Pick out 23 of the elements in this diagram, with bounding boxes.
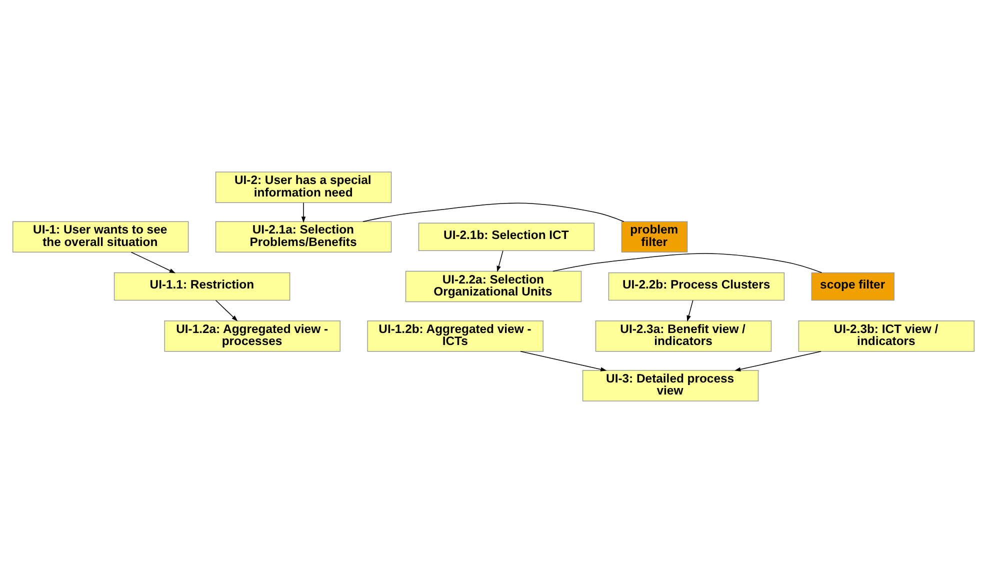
node-box: UI-2.2a: Selection Organizational Units <box>405 270 582 302</box>
node-box: UI-1: User wants to see the overall situation <box>12 221 189 253</box>
node-box: UI-2.1a: Selection Problems/Benefits <box>215 221 392 253</box>
node-box: UI-1.1: Restriction <box>114 272 290 301</box>
node-box: UI-2.2b: Process Clusters <box>608 272 785 301</box>
arrow <box>130 252 176 274</box>
node-box: UI-2.3a: Benefit view / indicators <box>595 320 772 352</box>
node-box: UI-3: Detailed process view <box>582 370 759 402</box>
arrow <box>215 300 238 322</box>
node-box: scope filter <box>811 272 894 301</box>
node-box: UI-2: User has a special information need <box>215 172 392 203</box>
arrow <box>496 250 504 272</box>
arrow <box>301 202 306 223</box>
arrow <box>520 351 607 372</box>
connector <box>552 253 822 274</box>
node-box: UI-1.2b: Aggregated view - ICTs <box>367 320 544 352</box>
node-box: UI-1.2a: Aggregated view - processes <box>164 320 341 352</box>
node-box: problem filter <box>621 221 688 253</box>
arrow <box>734 351 822 372</box>
connector <box>362 202 624 222</box>
node-box: UI-2.3b: ICT view / indicators <box>798 320 975 352</box>
node-box: UI-2.1b: Selection ICT <box>418 222 595 252</box>
arrow <box>686 300 694 322</box>
